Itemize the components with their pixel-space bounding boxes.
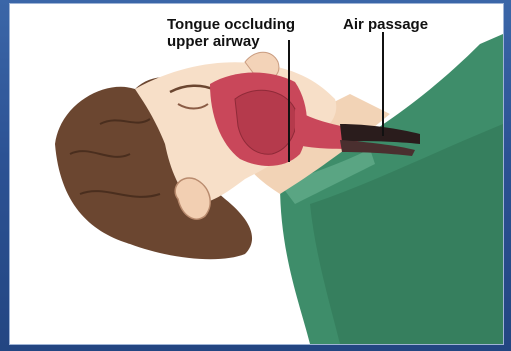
illustration-panel: Tongue occluding upper airway Air passag… xyxy=(10,4,503,344)
tongue-label-line2: upper airway xyxy=(167,33,295,50)
tongue-label-line1: Tongue occluding xyxy=(167,16,295,33)
airway-illustration xyxy=(10,4,503,344)
tongue-label: Tongue occluding upper airway xyxy=(167,16,295,50)
air-passage-label: Air passage xyxy=(343,16,428,33)
